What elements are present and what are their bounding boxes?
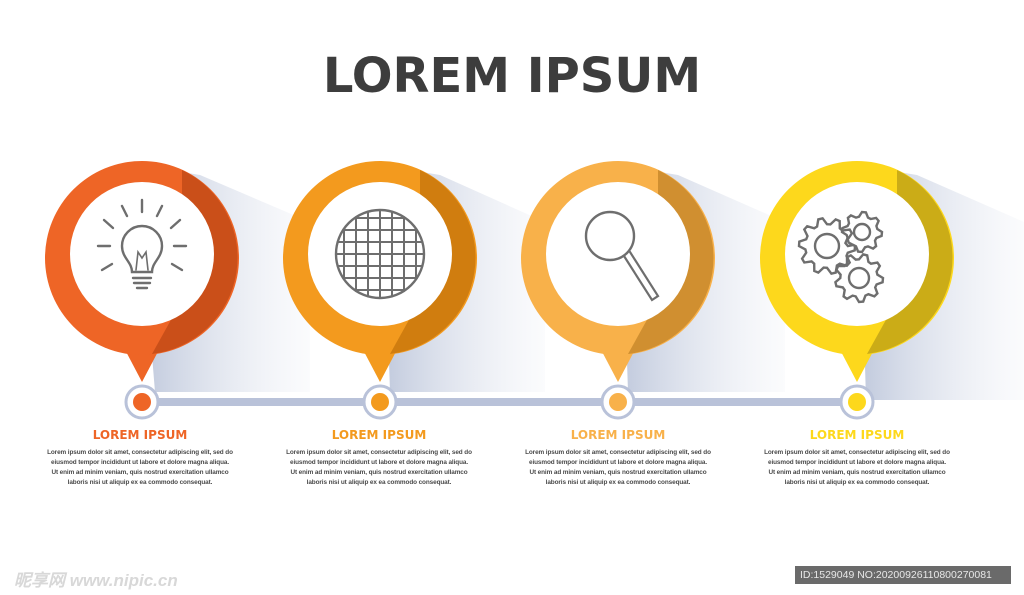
magnifier-icon (584, 210, 660, 302)
step-4-title: LOREM IPSUM (809, 428, 905, 442)
timeline-node-dot (609, 393, 627, 411)
watermark-id: ID:1529049 NO:20200926110800270081 (795, 566, 1011, 584)
step-1-marker (45, 161, 239, 420)
step-1-body: Lorem ipsum dolor sit amet, consectetur … (47, 449, 233, 486)
pin-shade (867, 170, 953, 354)
pin-shade (628, 170, 714, 354)
globe-icon (334, 208, 426, 300)
connector-line (140, 398, 858, 406)
step-4-body: Lorem ipsum dolor sit amet, consectetur … (764, 449, 950, 486)
step-2-marker (283, 161, 477, 420)
pin-shade (152, 170, 238, 354)
page-title: LOREM IPSUM (322, 48, 702, 104)
step-3-marker (521, 161, 715, 420)
pin-inner (546, 182, 690, 326)
step-3-title: LOREM IPSUM (570, 428, 666, 442)
step-2-title: LOREM IPSUM (331, 428, 427, 442)
watermark-left: 昵享网 www.nipic.cn (14, 571, 178, 590)
timeline-node-dot (133, 393, 151, 411)
timeline-node-dot (848, 393, 866, 411)
pin-shade (390, 170, 476, 354)
step-4-marker (760, 161, 954, 420)
step-3-body: Lorem ipsum dolor sit amet, consectetur … (525, 449, 711, 486)
lightbulb-icon (96, 198, 188, 290)
pin-inner (70, 182, 214, 326)
step-1-title: LOREM IPSUM (92, 428, 188, 442)
timeline-node-dot (371, 393, 389, 411)
step-2-body: Lorem ipsum dolor sit amet, consectetur … (286, 449, 472, 486)
gears-icon (797, 210, 885, 304)
